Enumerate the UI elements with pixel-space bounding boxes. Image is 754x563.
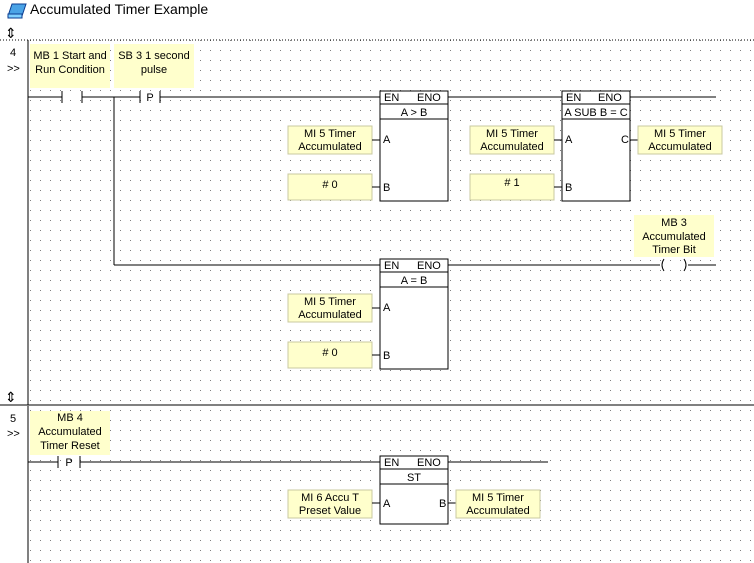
rung-4[interactable]: 4 >> MB 1 Start and Run Condition SB 3 1… [0, 39, 754, 405]
svg-text:EN: EN [384, 260, 399, 272]
compare-equal-block[interactable]: EN ENO A = B A B [379, 258, 449, 370]
operand-mi5-a-eq[interactable]: MI 5 Timer Accumulated [287, 293, 380, 323]
svg-text:B: B [383, 350, 390, 362]
window-title: Accumulated Timer Example [30, 1, 208, 17]
svg-text:Accumulated: Accumulated [480, 141, 544, 153]
svg-text:EN: EN [384, 457, 399, 469]
contact-comment-sb3: SB 3 1 second pulse [114, 44, 194, 88]
svg-text:ENO: ENO [417, 260, 441, 272]
svg-text:MI 5 Timer: MI 5 Timer [304, 128, 356, 140]
svg-text:P: P [146, 92, 153, 104]
svg-text:MI 5 Timer: MI 5 Timer [654, 128, 706, 140]
svg-text:A SUB B = C: A SUB B = C [564, 107, 627, 119]
subtract-block[interactable]: EN ENO A SUB B = C A B C [561, 90, 631, 202]
svg-text:Accumulated: Accumulated [648, 141, 712, 153]
svg-text:A = B: A = B [401, 275, 428, 287]
svg-text:A: A [565, 134, 573, 146]
operand-const-0-eq[interactable]: # 0 [287, 341, 380, 369]
operand-const-1-sub[interactable]: # 1 [469, 173, 562, 201]
svg-text:P: P [65, 457, 72, 469]
svg-text:A: A [383, 302, 391, 314]
svg-text:C: C [621, 134, 629, 146]
svg-text:MB 4: MB 4 [57, 412, 83, 424]
svg-text:EN: EN [384, 92, 399, 104]
svg-text:Preset Value: Preset Value [299, 505, 361, 517]
operand-mi6-preset[interactable]: MI 6 Accu T Preset Value [287, 489, 380, 519]
svg-text:Accumulated: Accumulated [642, 231, 706, 243]
svg-text:# 0: # 0 [322, 179, 337, 191]
svg-text:EN: EN [566, 92, 581, 104]
svg-text:# 1: # 1 [504, 177, 519, 189]
operand-mi5-a-sub[interactable]: MI 5 Timer Accumulated [469, 125, 562, 155]
ladder-file-icon [7, 3, 27, 19]
svg-text:Accumulated: Accumulated [38, 426, 102, 438]
svg-text:Accumulated: Accumulated [466, 505, 530, 517]
svg-text:pulse: pulse [141, 64, 167, 76]
rung-resize-handle[interactable]: ⇕ [5, 390, 17, 406]
svg-text:ENO: ENO [417, 457, 441, 469]
coil-mb3[interactable] [661, 258, 687, 272]
operand-mi5-store-out[interactable]: MI 5 Timer Accumulated [448, 489, 541, 519]
operand-mi5-a-gt[interactable]: MI 5 Timer Accumulated [287, 125, 380, 155]
svg-text:B: B [383, 182, 390, 194]
rung-expand-button[interactable]: >> [7, 63, 20, 75]
svg-text:⇕: ⇕ [5, 390, 17, 406]
svg-text:ENO: ENO [598, 92, 622, 104]
svg-text:⇕: ⇕ [5, 26, 17, 42]
svg-text:Run Condition: Run Condition [35, 64, 105, 76]
svg-text:Accumulated: Accumulated [298, 141, 362, 153]
svg-text:MI 5 Timer: MI 5 Timer [304, 296, 356, 308]
rung-resize-handle[interactable]: ⇕ [5, 26, 17, 42]
svg-text:MB 1 Start and: MB 1 Start and [33, 50, 106, 62]
svg-text:ST: ST [407, 472, 421, 484]
rung-number: 5 [10, 413, 16, 425]
svg-text:MI 5 Timer: MI 5 Timer [472, 492, 524, 504]
svg-text:SB 3 1 second: SB 3 1 second [118, 50, 190, 62]
svg-text:B: B [565, 182, 572, 194]
store-block[interactable]: EN ENO ST A B [379, 455, 449, 525]
svg-text:A: A [383, 134, 391, 146]
contact-comment-mb4: MB 4 Accumulated Timer Reset [30, 411, 110, 455]
svg-text:A: A [383, 498, 391, 510]
compare-greater-block[interactable]: EN ENO A > B A B [379, 90, 449, 202]
svg-text:ENO: ENO [417, 92, 441, 104]
operand-mi5-c-sub[interactable]: MI 5 Timer Accumulated [630, 125, 723, 155]
svg-text:A > B: A > B [401, 107, 428, 119]
svg-text:# 0: # 0 [322, 347, 337, 359]
rung-expand-button[interactable]: >> [7, 428, 20, 440]
operand-const-0-gt[interactable]: # 0 [287, 173, 380, 201]
svg-text:Timer Reset: Timer Reset [40, 440, 100, 452]
rung-number: 4 [10, 47, 16, 59]
contact-comment-mb1: MB 1 Start and Run Condition [30, 44, 110, 88]
coil-mb3-label: MB 3 Accumulated Timer Bit [634, 215, 714, 257]
svg-text:B: B [439, 498, 446, 510]
title-bar: Accumulated Timer Example [0, 0, 754, 24]
rung-5[interactable]: 5 >> MB 4 Accumulated Timer Reset P EN E… [7, 406, 754, 563]
svg-text:Timer Bit: Timer Bit [652, 244, 696, 256]
svg-text:Accumulated: Accumulated [298, 309, 362, 321]
svg-text:MB 3: MB 3 [661, 217, 687, 229]
svg-text:MI 6 Accu T: MI 6 Accu T [301, 492, 359, 504]
svg-text:MI 5 Timer: MI 5 Timer [486, 128, 538, 140]
